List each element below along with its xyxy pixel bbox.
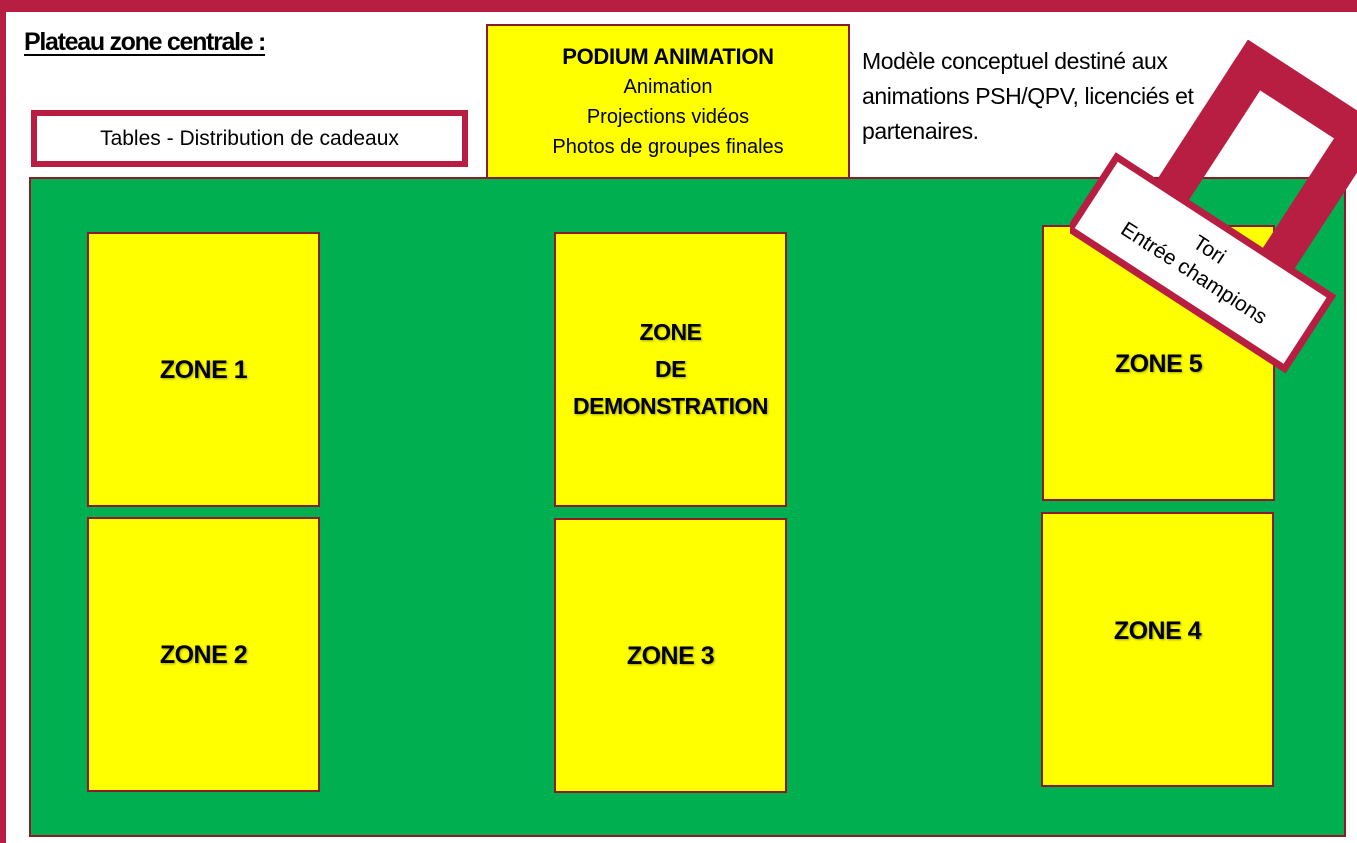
podium-line-animation: Animation: [623, 75, 713, 98]
zone-2: ZONE 2: [87, 517, 320, 792]
slide-frame-left: [0, 0, 6, 843]
zone-demonstration-line-1: ZONE: [639, 319, 702, 345]
zone-demonstration-line-2: DE: [655, 356, 686, 382]
tori-champion-entrance: Tori Entrée champions: [1070, 40, 1357, 374]
tori-gate-right-post: [1261, 126, 1357, 272]
tori-gate-top-beam: [1228, 40, 1357, 160]
podium-line-videos: Projections vidéos: [586, 105, 750, 128]
zone-demonstration: ZONE DE DEMONSTRATION: [554, 232, 787, 507]
tori-gate-left-post: [1155, 57, 1268, 203]
gift-tables-box: Tables - Distribution de cadeaux: [31, 110, 468, 167]
zone-2-label: ZONE 2: [159, 640, 248, 669]
zone-demonstration-text: ZONE DE DEMONSTRATION: [573, 314, 768, 425]
podium-animation-box: PODIUM ANIMATION Animation Projections v…: [486, 24, 850, 179]
zone-4: ZONE 4: [1041, 512, 1274, 787]
tori-sign: [1070, 152, 1337, 374]
zone-3-label: ZONE 3: [626, 641, 715, 670]
zone-1-label: ZONE 1: [159, 355, 248, 384]
slide-frame-top: [0, 0, 1357, 12]
zone-5-label: ZONE 5: [1114, 350, 1203, 378]
podium-line-photos: Photos de groupes finales: [552, 135, 784, 158]
podium-title: PODIUM ANIMATION: [562, 43, 774, 69]
concept-note: Modèle conceptuel destiné aux animations…: [862, 48, 1194, 144]
zone-3: ZONE 3: [554, 518, 787, 793]
gift-tables-label: Tables - Distribution de cadeaux: [100, 126, 399, 150]
zone-4-label: ZONE 4: [1113, 617, 1202, 645]
zone-demonstration-line-3: DEMONSTRATION: [573, 393, 768, 419]
page-title: Plateau zone centrale :: [24, 28, 266, 56]
zone-1: ZONE 1: [87, 232, 320, 507]
